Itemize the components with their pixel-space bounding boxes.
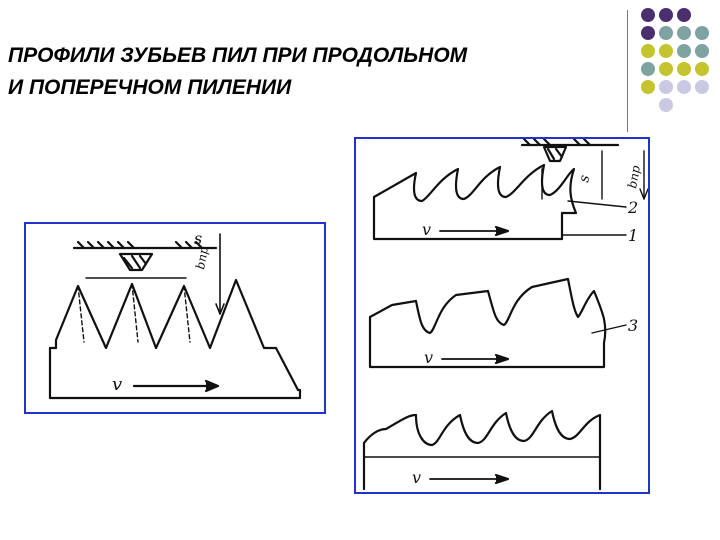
dot-lavender: [659, 98, 673, 112]
callout-2: 2: [627, 198, 638, 217]
label-v1: v: [422, 220, 431, 239]
dot-lavender: [659, 80, 673, 94]
slide-title: ПРОФИЛИ ЗУБЬЕВ ПИЛ ПРИ ПРОДОЛЬНОМ И ПОПЕ…: [8, 40, 608, 104]
tooth-tip: [118, 252, 154, 272]
dot-olive: [659, 44, 673, 58]
tooth-profile-2: [368, 277, 607, 369]
tooth-profile-1: [372, 163, 578, 241]
dot-teal: [695, 44, 709, 58]
dot-teal: [677, 44, 691, 58]
label-v: v: [112, 374, 122, 395]
callout-3: 3: [628, 316, 638, 335]
label-s: s: [576, 174, 593, 184]
dot-teal: [677, 26, 691, 40]
dot-olive: [641, 80, 655, 94]
crosscut-saw-diagram: s bпр 2 1 3 v v v: [354, 137, 650, 494]
dot-lavender: [677, 80, 691, 94]
tooth-profile-3: [362, 409, 602, 491]
dot-olive: [641, 44, 655, 58]
label-b: bпр: [193, 245, 211, 270]
crosscut-saw-drawing: s bпр 2 1 3 v v v: [362, 139, 648, 491]
label-v2: v: [424, 348, 433, 367]
dot-olive: [659, 62, 673, 76]
callout-1: 1: [628, 226, 638, 245]
title-line-2: И ПОПЕРЕЧНОМ ПИЛЕНИИ: [8, 76, 292, 99]
hatch: [76, 240, 86, 250]
dot-olive: [695, 62, 709, 76]
dot-purple: [641, 8, 655, 22]
label-s: s: [194, 229, 202, 248]
dot-purple: [659, 8, 673, 22]
label-b: bпр: [625, 164, 643, 189]
divider-line: [627, 10, 628, 132]
rip-saw-diagram: s bпр v: [24, 222, 326, 414]
saw-profile: [48, 278, 302, 400]
dot-purple: [677, 8, 691, 22]
title-line-1: ПРОФИЛИ ЗУБЬЕВ ПИЛ ПРИ ПРОДОЛЬНОМ: [8, 44, 468, 67]
dot-olive: [677, 62, 691, 76]
dot-teal: [659, 26, 673, 40]
decorative-dot-grid: [641, 8, 713, 120]
rip-saw-drawing: s bпр v: [48, 229, 302, 400]
tooth-tip: [542, 145, 568, 163]
label-v3: v: [412, 468, 421, 487]
dot-purple: [641, 26, 655, 40]
dot-lavender: [695, 80, 709, 94]
dot-teal: [695, 26, 709, 40]
construction-lines: [77, 283, 191, 343]
dot-teal: [641, 62, 655, 76]
